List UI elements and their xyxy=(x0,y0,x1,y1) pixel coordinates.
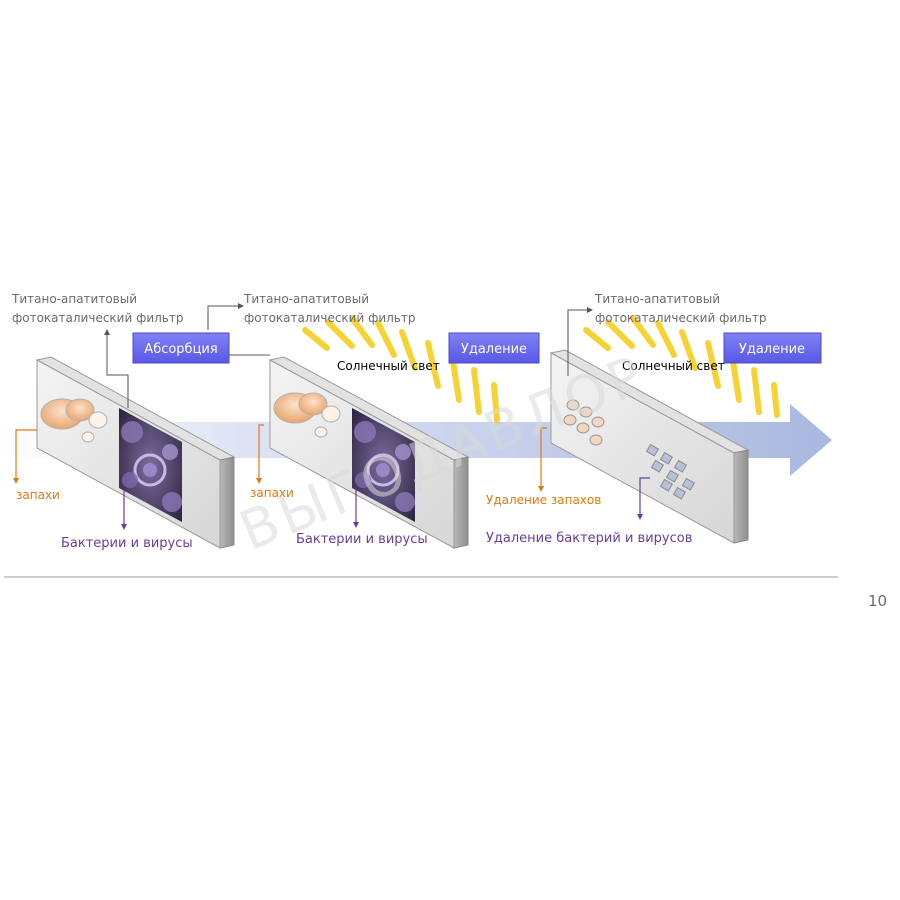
decomposed-odor-particles xyxy=(563,399,605,446)
filter-label-3-line2: фотокаталический фильтр xyxy=(595,311,767,325)
absorption-label: Абсорбция xyxy=(144,342,217,357)
decomposed-bacteria-particles xyxy=(645,443,696,500)
sun-rays-2 xyxy=(302,315,500,423)
bacteria-pointers xyxy=(123,477,650,524)
odors-label-2: запахи xyxy=(250,486,294,500)
sunlight-label-2: Солнечный свет xyxy=(622,359,725,373)
filter-label-3-line1: Титано-апатитовый xyxy=(594,292,720,306)
page-number: 10 xyxy=(868,592,887,610)
odors-label-1: запахи xyxy=(16,488,60,502)
filter-label-2-line2: фотокаталический фильтр xyxy=(244,311,416,325)
odor-pointers xyxy=(15,424,547,486)
absorption-box: Абсорбция xyxy=(132,332,230,364)
sun-rays-3 xyxy=(583,315,780,418)
filter-panel-3 xyxy=(549,349,750,544)
filter-panel-2 xyxy=(268,356,470,549)
filter-label-2-line1: Титано-апатитовый xyxy=(243,292,369,306)
bacteria-removal-label: Удаление бактерий и вирусов xyxy=(486,531,692,546)
filter-label-1-line1: Титано-апатитовый xyxy=(11,292,137,306)
odor-cloud-icon xyxy=(273,392,341,438)
odor-cloud-icon xyxy=(40,398,108,443)
filter-panel-1 xyxy=(35,356,236,549)
bacteria-pointer-arrowheads xyxy=(121,514,643,530)
connector-lines xyxy=(106,305,590,408)
odor-removal-label: Удаление запахов xyxy=(486,493,601,507)
odor-pointer-arrowheads xyxy=(13,478,544,492)
removal-label-2: Удаление xyxy=(739,342,805,357)
pointer-arrowheads xyxy=(104,303,593,335)
bacteria-label-1: Бактерии и вирусы xyxy=(61,536,193,551)
sunlight-label-1: Солнечный свет xyxy=(337,359,440,373)
removal-label-1: Удаление xyxy=(461,342,527,357)
filter-label-1-line2: фотокаталический фильтр xyxy=(12,311,184,325)
removal-box-2: Удаление xyxy=(723,332,822,364)
removal-box-1: Удаление xyxy=(448,332,540,364)
virus-image-2 xyxy=(352,408,415,522)
virus-image-1 xyxy=(119,408,182,522)
bacteria-label-2: Бактерии и вирусы xyxy=(296,532,428,547)
